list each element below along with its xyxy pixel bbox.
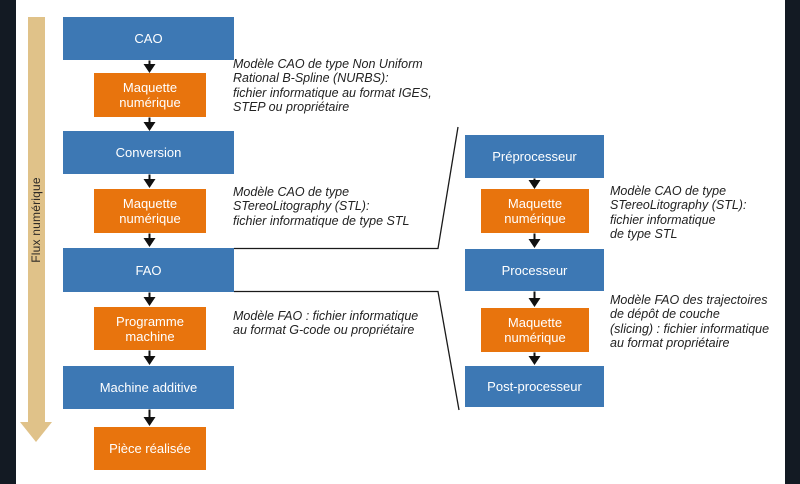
flow-box-label: Maquette numérique xyxy=(119,196,181,226)
flow-box-label: Conversion xyxy=(115,145,182,160)
down-arrow-icon xyxy=(528,352,541,365)
flow-box-maquette-numerique-2: Maquette numérique xyxy=(94,189,206,233)
flux-arrow-head-icon xyxy=(20,422,52,442)
annotation-slicing: Modèle FAO des trajectoires de dépôt de … xyxy=(610,293,770,351)
annotation-gcode: Modèle FAO : fichier informatique au for… xyxy=(233,309,419,338)
down-arrow-icon xyxy=(143,117,156,131)
right-dark-strip xyxy=(785,0,800,484)
flow-box-cao: CAO xyxy=(63,17,234,60)
flow-box-programme-machine: Programme machine xyxy=(94,307,206,350)
flow-box-processeur: Processeur xyxy=(465,249,604,291)
flow-box-preprocesseur: Préprocesseur xyxy=(465,135,604,178)
down-arrow-icon xyxy=(143,292,156,306)
flux-arrow-label: Flux numérique xyxy=(29,177,43,263)
left-dark-strip xyxy=(0,0,16,484)
flow-box-label: Post-processeur xyxy=(487,379,582,394)
flow-box-label: Maquette numérique xyxy=(504,315,566,345)
annotation-stl-left: Modèle CAO de type STereoLitography (STL… xyxy=(233,185,410,228)
annotation-stl-right: Modèle CAO de type STereoLitography (STL… xyxy=(610,184,747,242)
flow-box-label: Machine additive xyxy=(99,380,198,395)
flow-box-label: Programme machine xyxy=(116,313,184,344)
flow-box-machine-additive: Machine additive xyxy=(63,366,234,409)
down-arrow-icon xyxy=(143,350,156,365)
flux-arrow-bar xyxy=(28,17,45,422)
flow-box-maquette-numerique-4: Maquette numérique xyxy=(481,308,589,352)
flow-box-label: Processeur xyxy=(501,262,568,278)
down-arrow-icon xyxy=(143,174,156,188)
down-arrow-icon xyxy=(143,233,156,247)
flow-box-maquette-numerique-1: Maquette numérique xyxy=(94,73,206,117)
down-arrow-icon xyxy=(528,178,541,189)
flow-box-conversion: Conversion xyxy=(63,131,234,174)
flow-box-label: CAO xyxy=(134,31,163,46)
flow-box-piece-realisee: Pièce réalisée xyxy=(94,427,206,470)
flow-box-fao: FAO xyxy=(63,248,234,292)
down-arrow-icon xyxy=(143,60,156,73)
down-arrow-icon xyxy=(528,291,541,307)
flow-box-label: Maquette numérique xyxy=(504,196,566,226)
flow-box-post-processeur: Post-processeur xyxy=(465,366,604,407)
flow-box-label: Pièce réalisée xyxy=(109,441,191,456)
down-arrow-icon xyxy=(528,233,541,248)
down-arrow-icon xyxy=(143,409,156,426)
flow-box-label: FAO xyxy=(135,262,162,278)
annotation-nurbs: Modèle CAO de type Non Uniform Rational … xyxy=(233,57,432,115)
flow-box-label: Maquette numérique xyxy=(119,80,181,110)
flow-box-label: Préprocesseur xyxy=(492,149,577,164)
flow-box-maquette-numerique-3: Maquette numérique xyxy=(481,189,589,233)
